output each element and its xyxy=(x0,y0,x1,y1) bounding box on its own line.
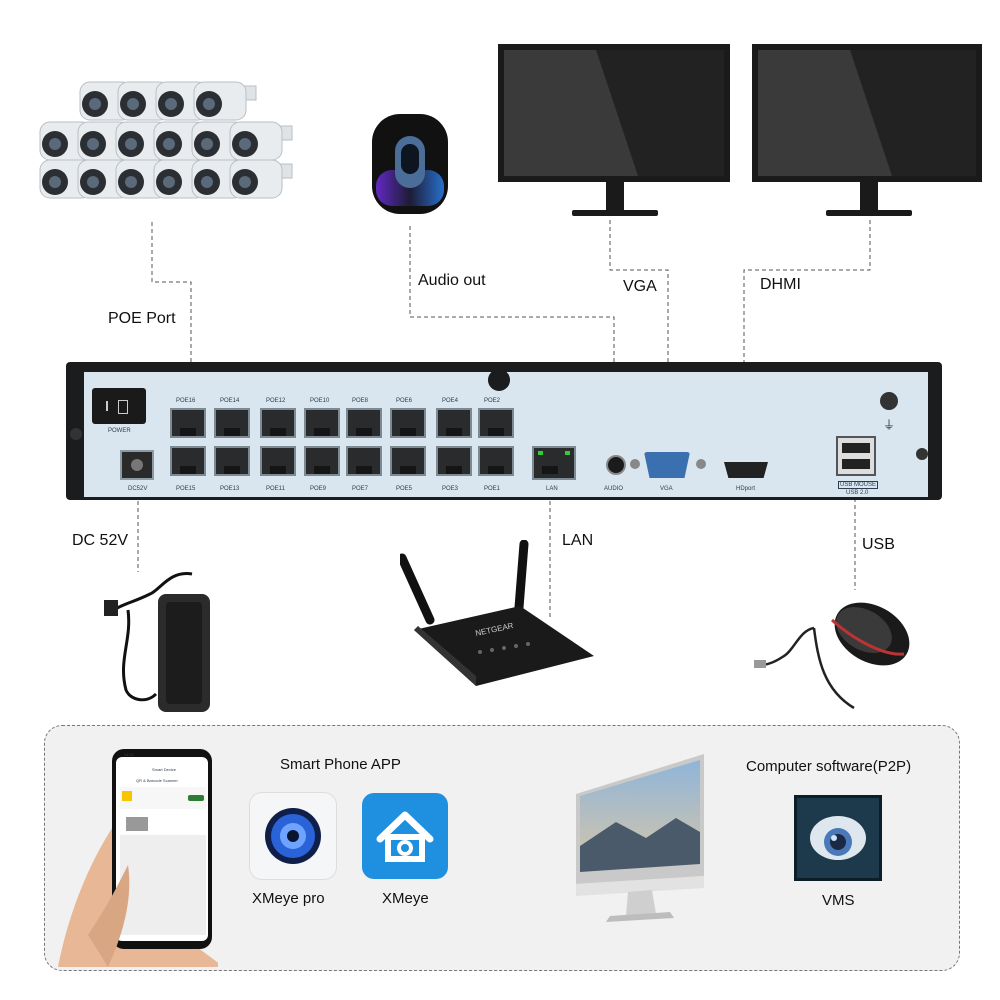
poe-port-label: POE7 xyxy=(352,486,369,492)
poe-port[interactable] xyxy=(346,408,382,438)
poe-port-label: POE10 xyxy=(310,398,330,404)
hdmi-port[interactable] xyxy=(724,462,768,478)
poe-port-label: POE4 xyxy=(442,398,459,404)
phone-hand-image xyxy=(58,749,218,967)
poe-port[interactable] xyxy=(214,446,250,476)
poe-port-label: POE8 xyxy=(352,398,369,404)
poe-port-label: POE1 xyxy=(484,486,501,492)
poe-port-label: POE6 xyxy=(396,398,413,404)
usb-label: USB xyxy=(862,536,895,553)
computer-software-heading: Computer software(P2P) xyxy=(746,758,912,775)
poe-port[interactable] xyxy=(390,446,426,476)
camera-group xyxy=(39,81,293,199)
poe-port[interactable] xyxy=(390,408,426,438)
poe-port[interactable] xyxy=(260,408,296,438)
poe-port[interactable] xyxy=(478,446,514,476)
poe-port-label: POE Port xyxy=(108,310,176,327)
lan-label: LAN xyxy=(562,532,594,549)
screw-icon xyxy=(630,459,640,469)
poe-port[interactable] xyxy=(304,408,340,438)
poe-port[interactable] xyxy=(436,446,472,476)
poe-port-label: POE5 xyxy=(396,486,413,492)
phone-app-name: QR & Barcode Scanner xyxy=(136,778,178,783)
poe-port-label: POE2 xyxy=(484,398,501,404)
vms-label: VMS xyxy=(822,892,855,909)
lan-port-label: LAN xyxy=(546,486,558,492)
poe-connector xyxy=(151,222,192,396)
vms-icon[interactable] xyxy=(794,795,882,881)
vga-port[interactable] xyxy=(644,452,690,478)
poe-port[interactable] xyxy=(170,446,206,476)
phone-time: 14:00 xyxy=(124,752,135,757)
poe-port[interactable] xyxy=(478,408,514,438)
poe-port[interactable] xyxy=(304,446,340,476)
power-adapter-image xyxy=(104,572,210,712)
screw-icon xyxy=(488,369,510,391)
screw-icon xyxy=(696,459,706,469)
screw-icon xyxy=(70,428,82,440)
dc52v-port-label: DC52V xyxy=(128,486,148,492)
phone-screen-title: Smart Device xyxy=(152,767,177,772)
speaker-image xyxy=(372,114,448,214)
power-label: POWER xyxy=(108,428,131,434)
poe-port-label: POE9 xyxy=(310,486,327,492)
xmeye-pro-label: XMeye pro xyxy=(252,890,325,907)
xmeye-icon[interactable] xyxy=(362,793,448,879)
smart-phone-app-heading: Smart Phone APP xyxy=(280,756,401,773)
router-image: NETGEAR xyxy=(400,540,594,686)
screw-icon xyxy=(916,448,928,460)
poe-port[interactable] xyxy=(346,446,382,476)
vga-label: VGA xyxy=(623,278,657,295)
poe-port[interactable] xyxy=(170,408,206,438)
audio-out-label: Audio out xyxy=(418,272,486,289)
audio-jack[interactable] xyxy=(606,455,626,475)
poe-port-label: POE13 xyxy=(220,486,240,492)
monitor-vga xyxy=(498,44,730,216)
ground-screw-icon xyxy=(880,392,898,410)
bullet-camera-icon xyxy=(229,159,293,199)
poe-port-label: POE3 xyxy=(442,486,459,492)
dc-jack[interactable] xyxy=(120,450,154,480)
poe-port[interactable] xyxy=(214,408,250,438)
poe-port-label: POE12 xyxy=(266,398,286,404)
power-switch[interactable] xyxy=(92,388,146,424)
bullet-camera-icon xyxy=(229,121,293,161)
ground-symbol-icon: ⏚ xyxy=(883,418,896,432)
vga-connector xyxy=(609,220,669,452)
usb-ports[interactable] xyxy=(836,436,876,476)
poe-port-label: POE16 xyxy=(176,398,196,404)
dc-label: DC 52V xyxy=(72,532,129,549)
poe-port[interactable] xyxy=(436,408,472,438)
usb-port-label: USB MOUSE xyxy=(838,481,879,489)
mouse-image xyxy=(754,602,910,710)
xmeye-pro-icon[interactable] xyxy=(250,793,336,879)
lan-port[interactable] xyxy=(532,446,576,480)
monitor-hdmi xyxy=(752,44,982,216)
poe-port-label: POE11 xyxy=(266,486,285,492)
poe-port[interactable] xyxy=(260,446,296,476)
xmeye-label: XMeye xyxy=(382,890,429,907)
audio-port-label: AUDIO xyxy=(604,486,624,492)
bullet-camera-icon xyxy=(193,81,257,121)
poe-port-label: POE14 xyxy=(220,398,240,404)
desktop-computer-image xyxy=(576,754,704,922)
hdmi-connector xyxy=(743,220,871,462)
hdmi-label: DHMI xyxy=(760,276,801,293)
phone-install-button[interactable]: INSTALL xyxy=(187,778,203,783)
vga-port-label: VGA xyxy=(660,486,673,492)
poe-port-label: POE15 xyxy=(176,486,196,492)
usb-version-label: USB 2.0 xyxy=(846,490,869,496)
hdmi-port-label: HDport xyxy=(736,486,756,492)
